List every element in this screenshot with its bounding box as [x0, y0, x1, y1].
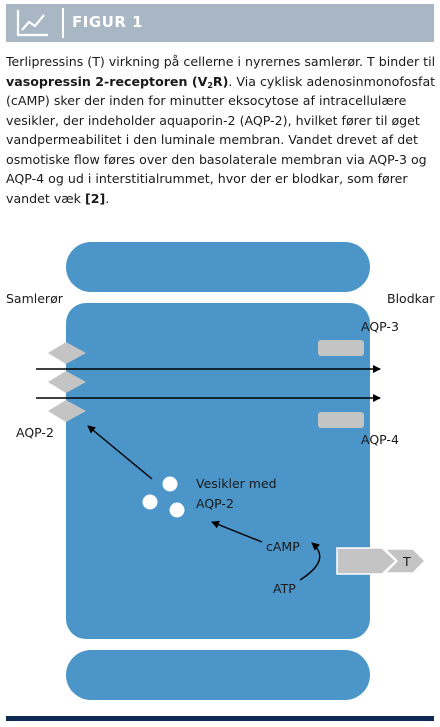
exocytosis-arrow	[87, 425, 153, 480]
aqp2-channel-3	[48, 400, 86, 422]
header-divider	[62, 8, 64, 38]
caption-reference: [2]	[84, 190, 106, 206]
aqp4-channel	[318, 412, 364, 428]
aqp4-label: AQP-4	[361, 432, 399, 447]
vesicle-3	[169, 502, 185, 518]
aqp3-channel	[318, 340, 364, 356]
aqp2-channel-1	[48, 342, 86, 364]
terlipressin-ligand	[383, 548, 427, 574]
caption-text-1: Terlipressins (T) virkning på cellerne i…	[6, 54, 436, 69]
figure-header: FIGUR 1	[6, 4, 434, 42]
main-cell	[66, 303, 370, 639]
blodkar-label: Blodkar	[387, 291, 435, 306]
line-chart-icon	[16, 10, 48, 37]
top-cell	[66, 242, 370, 292]
atp-label: ATP	[273, 581, 296, 596]
bottom-cell	[66, 650, 370, 700]
vesicle-2	[142, 494, 158, 510]
terlipressin-label: T	[402, 554, 411, 569]
caption-receptor: vasopressin 2-receptoren (V2R)	[6, 73, 229, 90]
v2-receptor	[336, 547, 398, 575]
samleror-label: Samlerør	[6, 291, 64, 306]
aqp2-label: AQP-2	[16, 425, 54, 440]
caption-text-2: . Via cyklisk adenosinmonofosfat (cAMP) …	[6, 73, 436, 206]
figure-caption: Terlipressins (T) virkning på cellerne i…	[6, 54, 436, 206]
aqp2-channel-2	[48, 371, 86, 393]
figure-title: FIGUR 1	[72, 13, 144, 31]
camp-label: cAMP	[266, 539, 300, 554]
vesicles-label-line2: AQP-2	[196, 496, 234, 511]
camp-to-vesicles-arrow	[211, 520, 263, 543]
vesicles-label-line1: Vesikler med	[196, 476, 277, 491]
vesicle-1	[162, 476, 178, 492]
aqp3-label: AQP-3	[361, 319, 399, 334]
bottom-rule	[6, 716, 434, 721]
atp-to-camp-arrow	[299, 542, 321, 581]
